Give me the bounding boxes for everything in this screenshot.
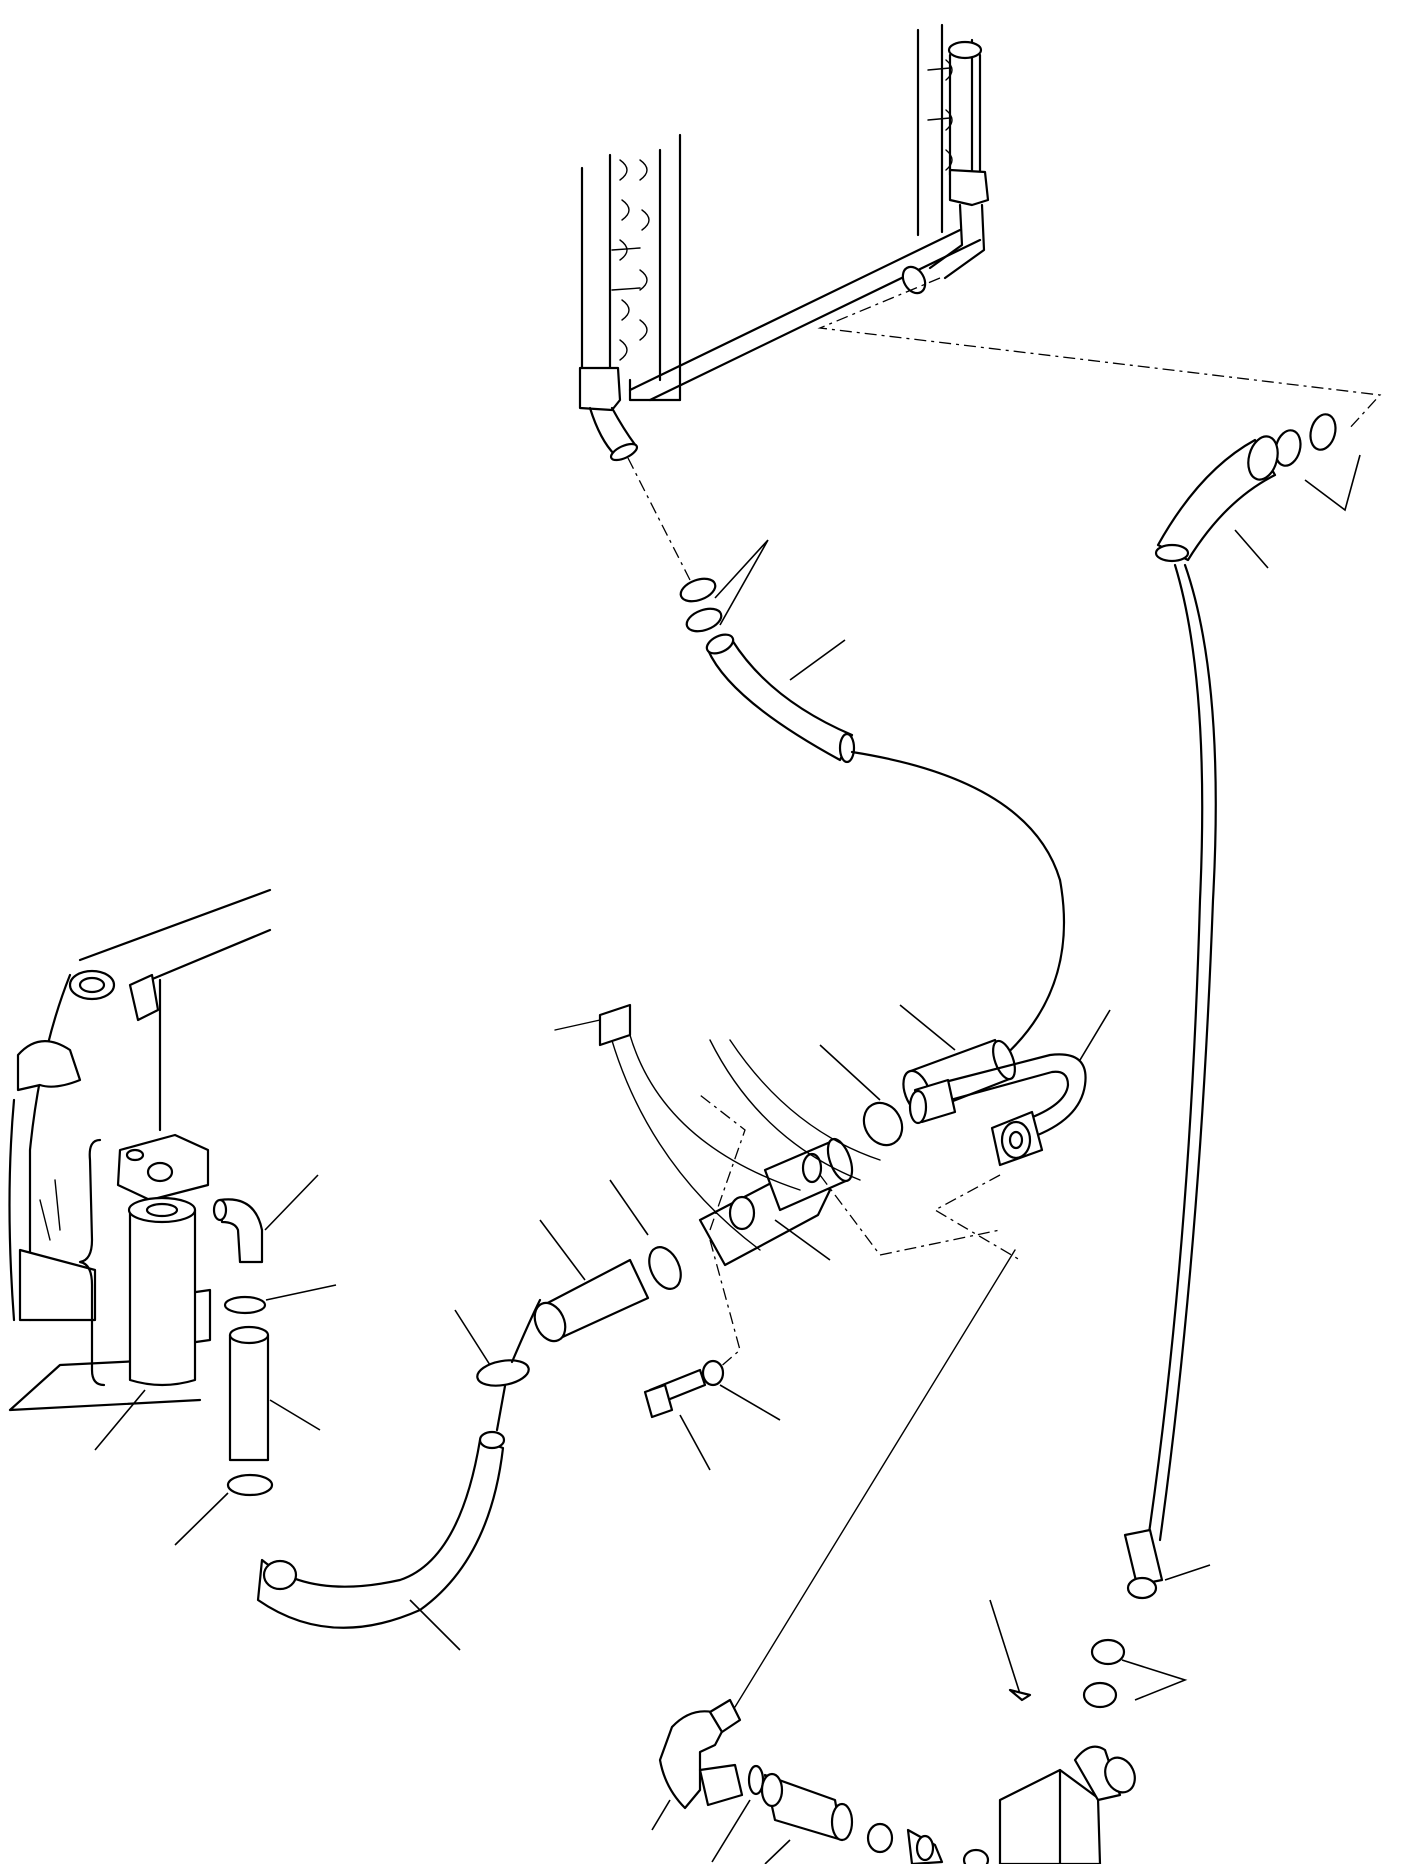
filter-element [94,1196,197,1451]
lower-right-fittings [1082,1528,1211,1709]
short-hose [174,1284,337,1546]
radiator-outlet-pipe [901,168,990,295]
tube-block [554,1003,1001,1381]
adapter [866,1822,990,1869]
upper-hose [705,633,1066,1062]
washer [701,1359,781,1421]
reducer-body [711,1764,854,1865]
right-hose-clamps [1274,413,1361,512]
valve-block [989,1599,1136,1866]
radiator-core [580,23,983,402]
upper-hose-clamps [679,539,769,633]
u-tube [908,1009,1111,1261]
elbow-fitting [651,1698,744,1831]
radiator-inlet-pipe [578,366,639,462]
filter-bracket [78,1138,106,1387]
filter-head [116,1133,210,1202]
straight-hose-upper [819,1004,1016,1147]
filter-elbow [212,1174,319,1264]
straight-hose-mid [533,1179,682,1343]
curved-hose [256,1298,542,1651]
bolt [643,1368,711,1471]
right-long-hose [1146,435,1279,1542]
